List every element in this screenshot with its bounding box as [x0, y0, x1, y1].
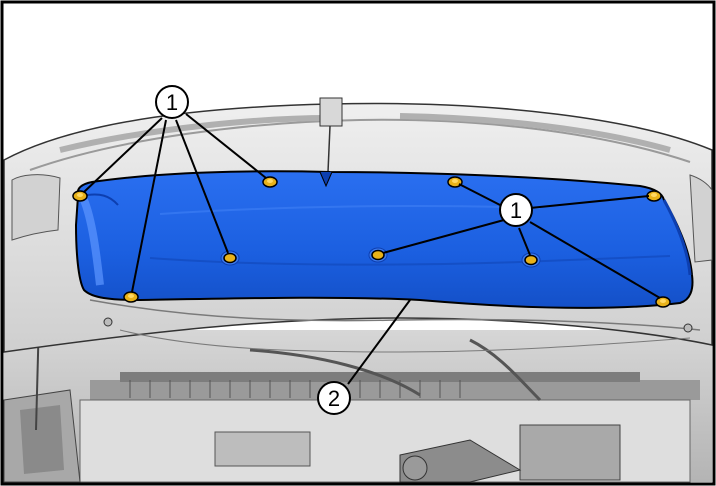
callout-fastener-right: 1	[499, 193, 533, 227]
engine-bay	[3, 279, 712, 483]
leader-line-insulator	[347, 299, 411, 385]
fastener-icon	[447, 176, 463, 188]
fastener-icon	[646, 190, 662, 202]
fastener-icon	[123, 291, 139, 303]
callout-insulator: 2	[317, 381, 351, 415]
fastener-icon	[521, 252, 541, 268]
fastener-icon	[72, 190, 88, 202]
leader-lines-right	[382, 183, 661, 299]
fastener-icon	[655, 296, 671, 308]
fastener-group	[72, 176, 671, 308]
callout-label: 2	[328, 386, 340, 411]
fastener-icon	[262, 176, 278, 188]
fastener-icon	[368, 247, 388, 263]
callout-label: 1	[166, 90, 178, 115]
hood-insulator	[74, 170, 694, 309]
callout-fastener-left: 1	[155, 85, 189, 119]
callout-label: 1	[510, 198, 522, 223]
leader-lines-left	[83, 113, 267, 293]
hood-latch	[319, 97, 343, 127]
fastener-icon	[220, 250, 240, 266]
